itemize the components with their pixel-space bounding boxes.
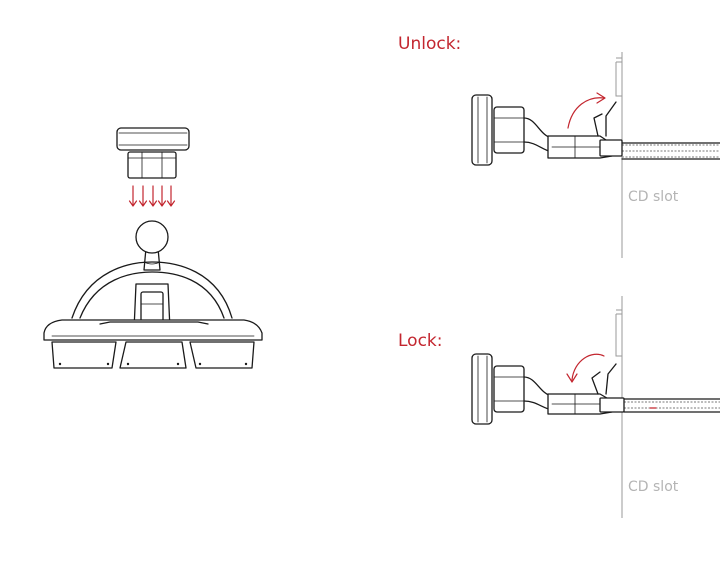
lock-panel bbox=[471, 296, 720, 518]
mount-base bbox=[43, 261, 263, 369]
insert-arrows bbox=[128, 185, 176, 207]
cd-slot-label-top: CD slot bbox=[628, 189, 679, 205]
hex-nut bbox=[127, 151, 177, 179]
lock-label: Lock: bbox=[398, 331, 443, 351]
cd-slot-label-bottom: CD slot bbox=[628, 479, 679, 495]
knob-cap bbox=[116, 127, 190, 151]
unlock-label: Unlock: bbox=[398, 34, 462, 54]
unlock-panel bbox=[471, 52, 720, 258]
